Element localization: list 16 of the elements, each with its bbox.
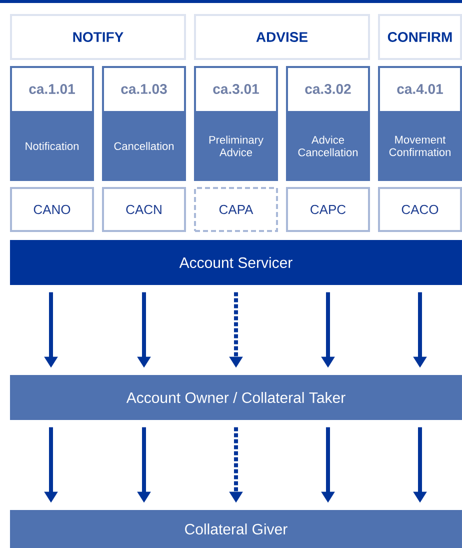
- code-box: CANO: [10, 187, 94, 232]
- message-box: ca.4.01 Movement Confirmation: [378, 66, 462, 181]
- party-bar: Account Servicer: [10, 240, 462, 285]
- message-box: ca.3.01 Preliminary Advice: [194, 66, 278, 181]
- code-box: CACN: [102, 187, 186, 232]
- code-box: CACO: [378, 187, 462, 232]
- category-box: CONFIRM: [378, 14, 462, 60]
- code-box: CAPC: [286, 187, 370, 232]
- message-box: ca.3.02 Advice Cancellation: [286, 66, 370, 181]
- category-box: NOTIFY: [10, 14, 186, 60]
- message-box: ca.1.03 Cancellation: [102, 66, 186, 181]
- category-box: ADVISE: [194, 14, 370, 60]
- message-box: ca.1.01 Notification: [10, 66, 94, 181]
- party-bar: Collateral Giver: [10, 510, 462, 548]
- party-bar: Account Owner / Collateral Taker: [10, 375, 462, 420]
- code-box: CAPA: [194, 187, 278, 232]
